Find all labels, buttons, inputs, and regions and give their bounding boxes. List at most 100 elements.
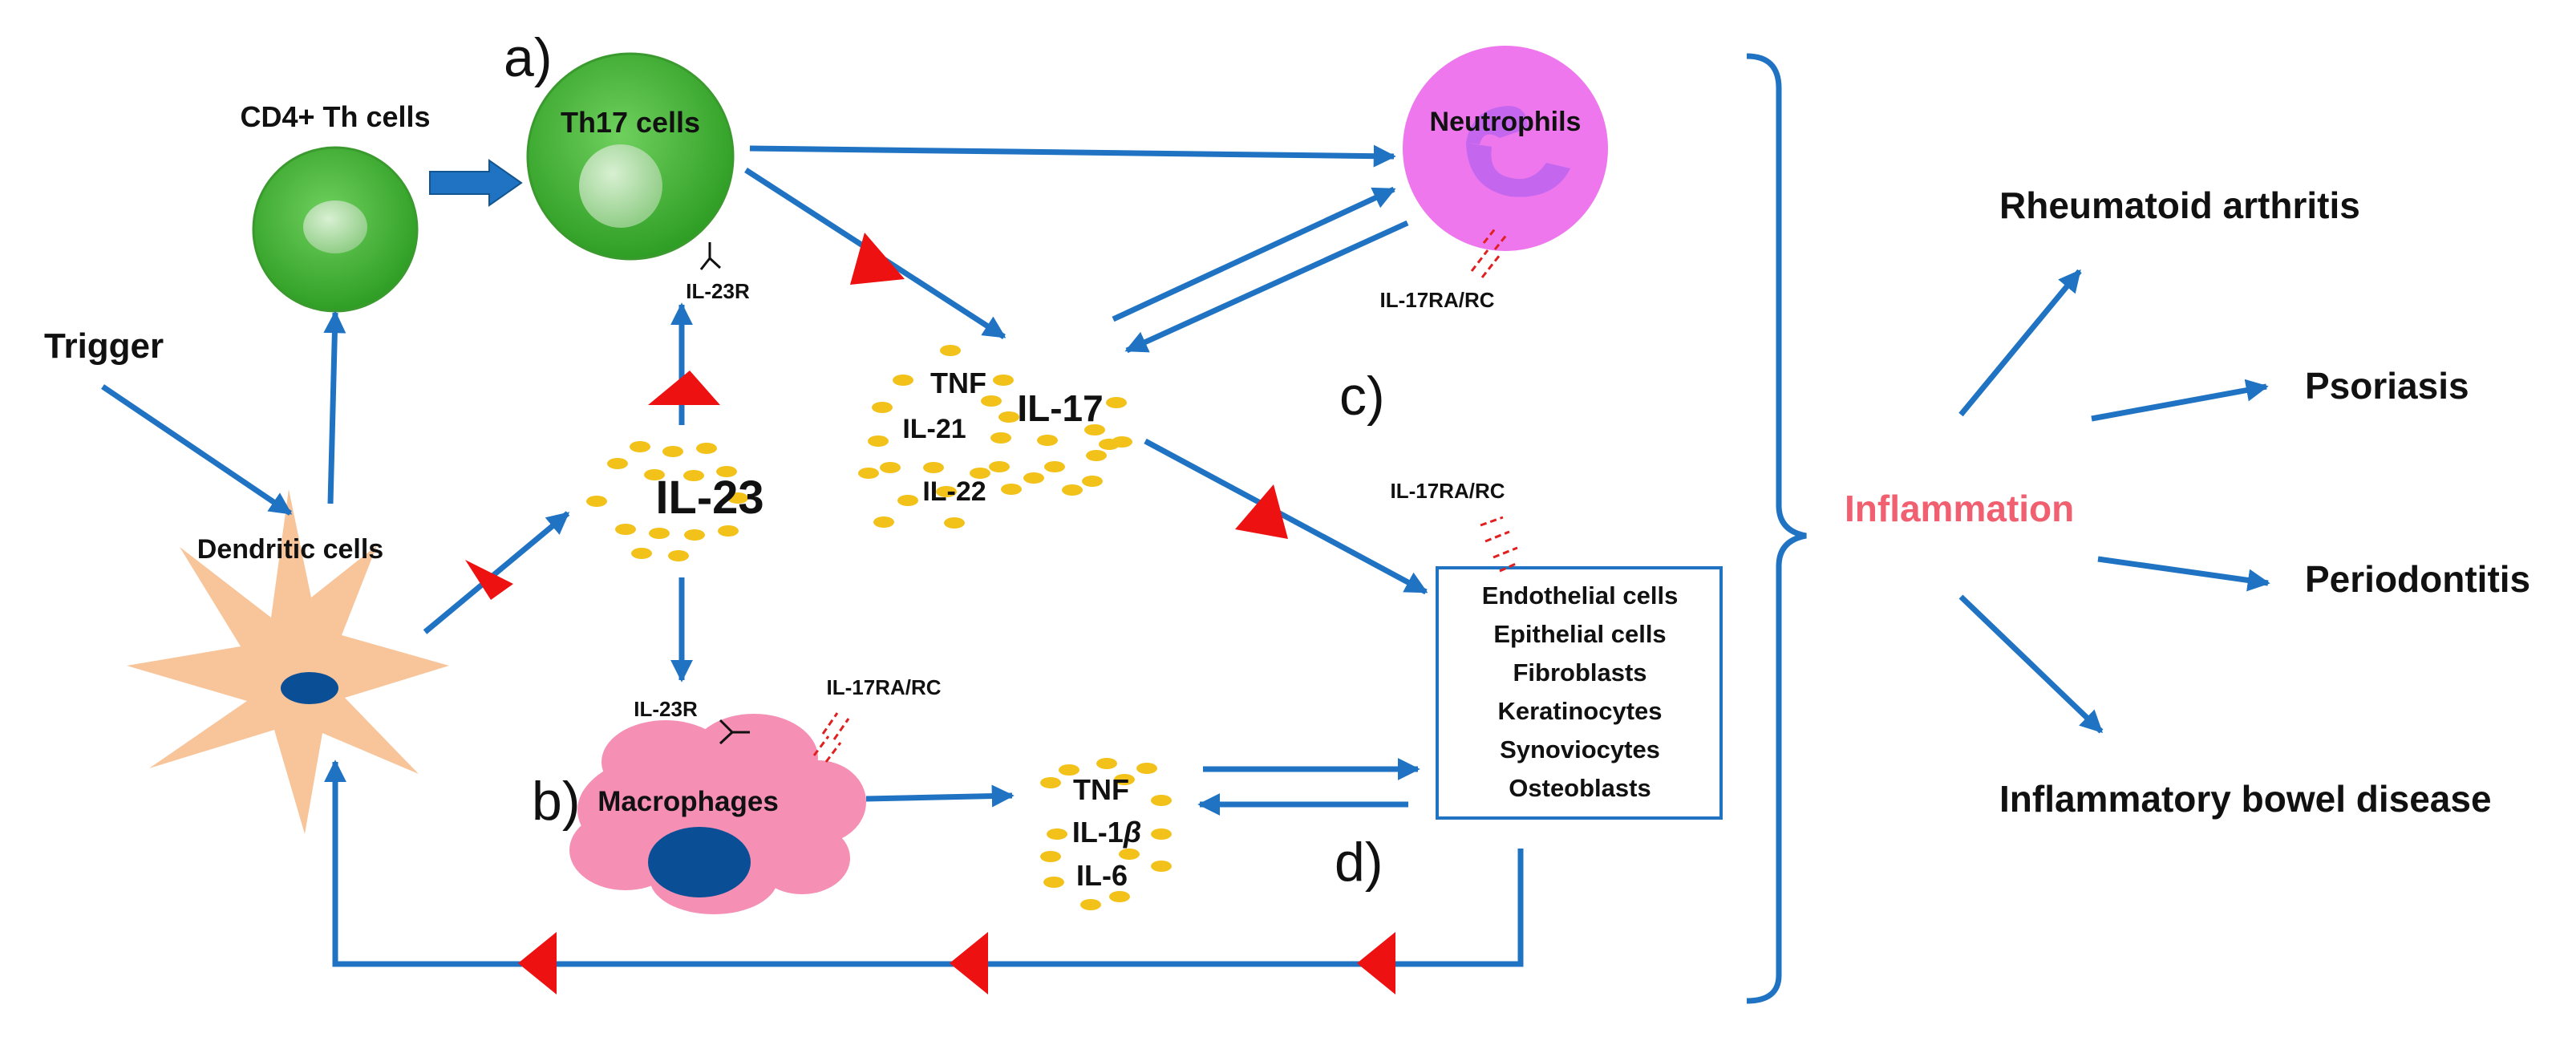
cytokine-dot [944,517,965,529]
arrow-il17-to-neutrophils [1112,186,1396,322]
cytokine-dot [868,435,889,447]
cytokine-dot [683,470,704,481]
il17-label: IL-17 [1017,387,1103,429]
target-cells-box [1436,566,1723,820]
cytokine-dot [981,395,1002,407]
cytokine-dot [1023,472,1044,484]
dendritic-cell [127,489,449,834]
arrow-macrophage-to-tnf [865,784,1015,808]
il23r-macrophage-label: IL-23R [634,697,698,721]
tnf-label-top: TNF [930,367,986,399]
arrow-th17-to-neutrophils [749,144,1396,168]
cytokine-dot [1043,877,1064,888]
arrow-cd4-to-th17 [429,159,523,207]
cytokine-dot [940,345,961,356]
cytokine-dot [1096,758,1117,769]
disease-rheumatoid-arthritis: Rheumatoid arthritis [1999,184,2360,226]
cytokine-dot [1059,764,1079,776]
target-cell-item: Endothelial cells [1482,581,1679,610]
target-cell-item: Synoviocytes [1500,735,1660,764]
cytokine-dot [727,492,748,504]
stimulation-markers [465,233,1395,994]
cytokine-dot [1151,795,1172,806]
disease-psoriasis: Psoriasis [2305,365,2469,407]
cytokine-dot [662,446,683,457]
stimulation-marker-il17-to-target [1235,484,1288,539]
cytokine-dot [1082,476,1103,487]
stimulation-marker-loop-1 [1357,932,1395,994]
cytokine-dot [897,495,918,506]
stimulation-marker-dendritic-to-il23 [465,560,513,600]
macrophages-label: Macrophages [597,786,779,817]
th17-cells-label: Th17 cells [561,106,700,139]
cytokine-dot [1109,891,1130,902]
stimulation-marker-loop-3 [518,932,557,994]
arrow-dendritic-to-il23 [423,511,570,634]
target-cell-item: Fibroblasts [1513,658,1646,687]
il23r-th17-label: IL-23R [686,279,750,303]
target-cell-item: Epithelial cells [1493,620,1666,648]
il22-label: IL-22 [922,476,986,507]
dendritic-cells-label: Dendritic cells [197,534,383,565]
il23r-macrophage-receptor-icon [719,719,750,745]
cytokine-dot [1136,763,1157,774]
arrow-dendritic-to-cd4 [323,310,346,504]
cytokine-dot [1151,861,1172,872]
panel-label-d: d) [1335,832,1383,893]
target-cells-list: Endothelial cells Epithelial cells Fibro… [1482,581,1679,802]
cytokine-dot [644,469,665,480]
cytokine-dot [880,462,901,473]
cytokine-dot [1040,851,1061,862]
il21-label: IL-21 [902,414,966,444]
il6-label: IL-6 [1076,859,1128,892]
panel-label-b: b) [532,771,580,832]
cytokine-dot [631,548,652,559]
arrow-il17-to-target-cells [1144,438,1428,595]
cytokine-dot [873,516,894,528]
cytokine-dot [923,462,944,473]
cytokine-dot [1001,484,1022,495]
cytokine-cluster-il17 [858,345,1132,529]
tnf-label-bottom: TNF [1073,773,1129,806]
il17ra-target-label: IL-17RA/RC [1390,479,1505,503]
cytokine-cluster-tnf-il1-il6 [1040,758,1172,910]
cytokine-dot [1119,849,1140,860]
cytokine-dot [630,441,650,452]
disease-periodontitis: Periodontitis [2305,558,2530,600]
il1b-prefix: IL-1 [1072,816,1124,849]
il17ra-macrophage-label: IL-17RA/RC [826,675,941,699]
stimulation-marker-il23-to-th17 [648,371,720,405]
cytokine-dot [970,468,990,479]
cytokine-dot [696,443,717,454]
neutrophil-cell [1403,46,1608,251]
cytokine-dot [1080,899,1101,910]
stimulation-marker-th17-to-il17 [850,233,905,285]
cytokine-dot [615,524,636,535]
arrow-feedback-to-dendritic [324,760,1524,967]
il23-label: IL-23 [655,472,763,524]
cytokine-dot [649,528,670,539]
target-cell-item: Keratinocytes [1497,697,1662,725]
cytokine-dot [1037,435,1058,446]
cytokine-dot [716,466,737,477]
il17ra-neutrophil-label: IL-17RA/RC [1379,288,1494,312]
il23r-th17-receptor-icon [699,242,722,270]
panel-label-a: a) [504,27,552,88]
arrow-to-periodontitis [2097,556,2270,592]
cytokine-dot [1040,777,1061,788]
arrow-to-inflammatory-bowel-disease [1958,594,2104,734]
cytokine-dot [1112,436,1132,448]
inflammation-label: Inflammation [1845,488,2074,529]
cytokine-dot [1047,828,1067,840]
cytokine-dot [936,486,957,497]
cytokine-dot [718,525,739,537]
il17ra-macrophage-receptor-icon [812,712,850,763]
trigger-label: Trigger [44,326,164,366]
stimulation-marker-loop-2 [950,932,988,994]
th17-cell [526,52,735,261]
cytokine-dot [668,550,689,561]
disease-inflammatory-bowel-disease: Inflammatory bowel disease [1999,778,2492,820]
cytokine-dot [989,461,1010,472]
cytokine-dot [990,432,1011,444]
